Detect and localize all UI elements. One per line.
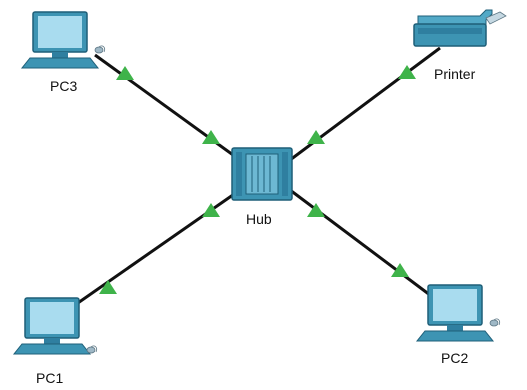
pc-icon [20,11,106,69]
pc1-label: PC1 [36,370,64,386]
pc2-label: PC2 [441,350,469,366]
device-pc2[interactable] [415,284,501,342]
printer-icon [413,9,507,47]
status-triangle-pc2-end [391,263,409,277]
link-pc1-hub[interactable] [74,188,241,307]
hub-label: Hub [246,211,272,227]
link-pc2-hub[interactable] [289,188,431,297]
link-pc3-hub[interactable] [94,53,241,162]
device-pc3[interactable] [20,11,106,69]
pc-icon [415,284,501,342]
status-triangle-pc2-hub-end [307,203,325,217]
pc-icon [12,297,98,355]
status-triangle-printer-hub-end [307,130,325,144]
device-hub[interactable] [231,147,293,201]
status-triangle-pc3-end [116,66,134,80]
status-triangle-pc1-hub-end [202,203,220,217]
printer-label: Printer [434,66,476,82]
device-printer[interactable] [413,9,507,47]
device-pc1[interactable] [12,297,98,355]
status-triangle-pc1-end [99,280,117,294]
status-triangle-printer-end [398,65,416,79]
pc3-label: PC3 [50,78,78,94]
link-status-indicators [99,65,416,294]
status-triangle-pc3-hub-end [202,130,220,144]
hub-icon [231,147,293,201]
